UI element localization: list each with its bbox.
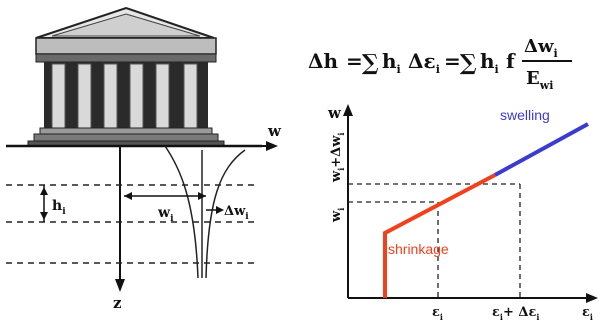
temple-illustration [27, 6, 225, 147]
shrinkage-label: shrinkage [388, 241, 449, 257]
settlement-curves [164, 145, 246, 279]
formula-delta-eps: Δεi [408, 49, 440, 76]
formula-numerator: Δwi [524, 36, 558, 60]
settlement-formula: Δh = ∑ hi Δεi = ∑ hi f Δwi Ewi [308, 36, 572, 92]
right-graph: w wi wi+Δwi εi εi+ Δεi εi swelling shrin… [327, 104, 598, 322]
graph-y-arrowhead [343, 104, 353, 116]
delta-w-dimension: Δwi [206, 204, 249, 222]
formula-h1: hi [382, 49, 401, 76]
swelling-label: swelling [500, 107, 550, 123]
graph-guides [348, 183, 521, 298]
formula-eq2: = [444, 49, 461, 73]
x-tick-epsi-plus-deps: εi+ Δεi [492, 305, 539, 322]
formula-sum1: ∑ [362, 50, 379, 76]
w-axis-arrowhead [266, 141, 278, 151]
formula-eq1: = [346, 49, 363, 73]
formula-denominator: Ewi [526, 68, 553, 92]
z-axis-arrowhead [115, 279, 125, 292]
soil-layer-lines [6, 184, 258, 264]
layer-thickness-label: hi [52, 198, 66, 217]
z-axis-label: z [113, 294, 122, 312]
formula-sum2: ∑ [460, 50, 477, 76]
x-axis-label: εi [582, 305, 593, 322]
swelling-width-dimension: wi [124, 192, 206, 224]
graph-x-arrowhead [586, 293, 598, 303]
y-tick-wi: wi [329, 208, 346, 223]
left-figure: w z hi wi [6, 6, 282, 312]
swelling-curve [494, 122, 589, 177]
w-axis-label: w [267, 122, 282, 140]
shrinkage-curve [383, 173, 496, 298]
y-tick-wi-plus-dwi: wi+Δwi [329, 133, 346, 183]
swelling-width-label: wi [157, 205, 174, 224]
formula-lhs: Δh [308, 49, 339, 73]
formula-h2: hi [480, 49, 499, 76]
x-tick-epsi: εi [432, 305, 443, 322]
delta-w-label: Δwi [224, 204, 249, 222]
graph-y-axis-label: w [327, 104, 342, 122]
layer-thickness-dimension: hi [40, 185, 66, 222]
formula-f: f [506, 49, 516, 73]
